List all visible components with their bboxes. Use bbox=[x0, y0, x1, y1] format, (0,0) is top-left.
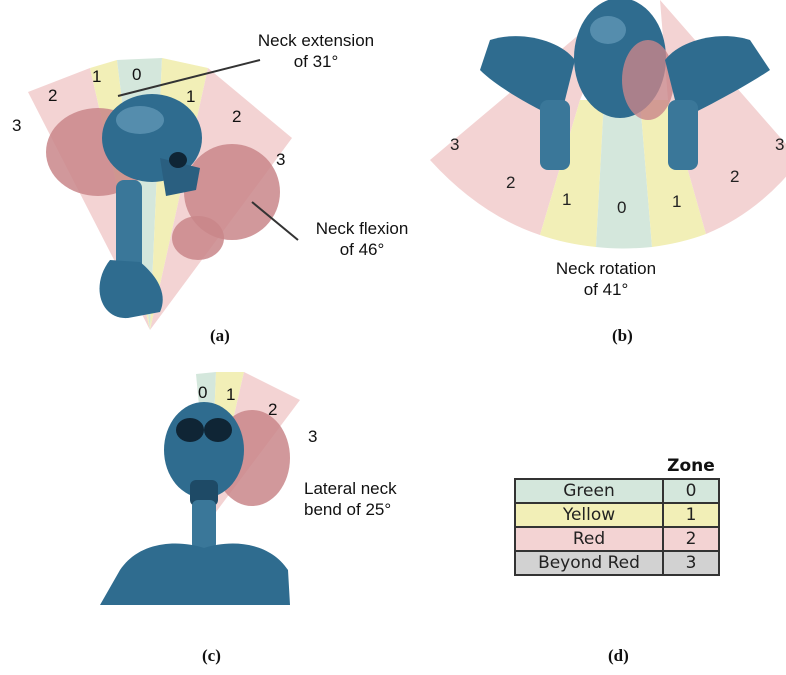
zone-label-c-z3: 3 bbox=[308, 427, 317, 446]
zone-row-yellow: Yellow 1 bbox=[515, 503, 719, 527]
zone-label-c-z0: 0 bbox=[198, 383, 207, 402]
lateral-bend-note: Lateral neck bend of 25° bbox=[304, 478, 434, 520]
zone-row-beyond-red: Beyond Red 3 bbox=[515, 551, 719, 575]
zone-table-header: Zone bbox=[663, 456, 719, 479]
caption-d: (d) bbox=[608, 646, 629, 666]
zone-name-red: Red bbox=[515, 527, 663, 551]
zone-name-beyond-red: Beyond Red bbox=[515, 551, 663, 575]
zone-value-yellow: 1 bbox=[663, 503, 719, 527]
zone-value-red: 2 bbox=[663, 527, 719, 551]
lateral-bend-line1: Lateral neck bbox=[304, 478, 434, 499]
zone-name-green: Green bbox=[515, 479, 663, 503]
caption-c: (c) bbox=[202, 646, 221, 666]
zone-label-c-z1: 1 bbox=[226, 385, 235, 404]
zone-table-blank-header bbox=[515, 456, 663, 479]
zone-row-green: Green 0 bbox=[515, 479, 719, 503]
zone-name-yellow: Yellow bbox=[515, 503, 663, 527]
zone-legend-table: Zone Green 0 Yellow 1 Red 2 Beyond Red 3 bbox=[514, 456, 720, 576]
zone-value-beyond-red: 3 bbox=[663, 551, 719, 575]
zone-value-green: 0 bbox=[663, 479, 719, 503]
zone-row-red: Red 2 bbox=[515, 527, 719, 551]
zone-label-c-z2: 2 bbox=[268, 400, 277, 419]
lateral-bend-line2: bend of 25° bbox=[304, 499, 434, 520]
